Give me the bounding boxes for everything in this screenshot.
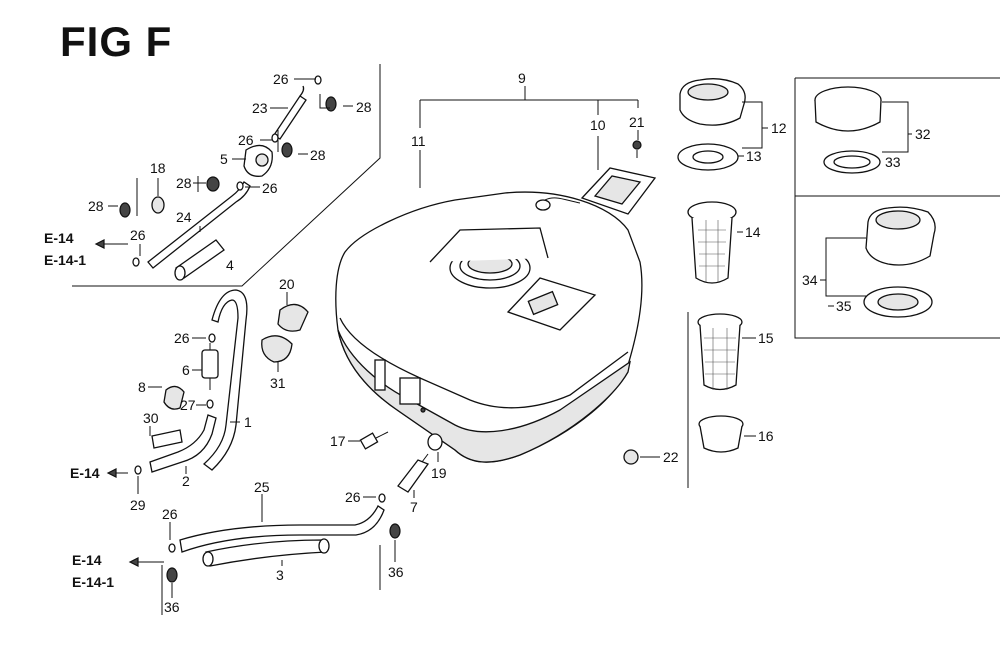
hose-3: [202, 538, 330, 567]
hose-24: [147, 181, 251, 269]
callout-26: 26: [162, 506, 178, 522]
callout-25: 25: [254, 479, 270, 495]
callout-19: 19: [431, 465, 447, 481]
ref-e14: E-14: [70, 465, 100, 481]
callout-26: 26: [174, 330, 190, 346]
clips: [119, 75, 337, 267]
callout-21: 21: [629, 114, 645, 130]
drain-bolt-17: [359, 431, 389, 450]
clip-8: [163, 385, 185, 410]
callout-26: 26: [345, 489, 361, 505]
cap-34: [865, 206, 936, 266]
hose-23: [273, 85, 307, 140]
seal-33: [823, 150, 881, 174]
fuel-gauge: [535, 167, 657, 215]
callout-11: 11: [411, 133, 426, 149]
callout-9: 9: [518, 70, 526, 86]
cap-variants-frame: [794, 77, 1000, 339]
callout-4: 4: [226, 257, 234, 273]
callout-32: 32: [915, 126, 931, 142]
callout-28: 28: [176, 175, 192, 191]
filler-cap: [679, 78, 746, 126]
callout-33: 33: [885, 154, 901, 170]
leader-lines: [96, 78, 912, 615]
callout-31: 31: [270, 375, 286, 391]
callout-12: 12: [771, 120, 787, 136]
callout-17: 17: [330, 433, 346, 449]
callout-3: 3: [276, 567, 284, 583]
callout-6: 6: [182, 362, 190, 378]
fuel-strainer-large: [697, 313, 743, 391]
small-clips: [134, 333, 216, 475]
callout-14: 14: [745, 224, 761, 240]
callout-28: 28: [88, 198, 104, 214]
hose-4: [174, 239, 225, 281]
fuel-filter-6: [201, 343, 219, 390]
callout-26: 26: [273, 71, 289, 87]
ref-e14: E-14: [72, 552, 102, 568]
nut-22: [623, 449, 639, 465]
hose-25: [179, 505, 385, 553]
callout-30: 30: [143, 410, 159, 426]
ref-e14-1: E-14-1: [44, 252, 86, 268]
callout-10: 10: [590, 117, 606, 133]
gauge-screw: [632, 140, 642, 158]
callout-28: 28: [356, 99, 372, 115]
cap-seal: [677, 143, 739, 171]
callout-28: 28: [310, 147, 326, 163]
callout-2: 2: [182, 473, 190, 489]
cap-32: [814, 86, 882, 132]
hose-1: [202, 289, 248, 471]
clamp-31: [261, 335, 293, 363]
figure-title: FIG F: [60, 18, 173, 65]
ref-e14: E-14: [44, 230, 74, 246]
callout-13: 13: [746, 148, 762, 164]
callout-15: 15: [758, 330, 774, 346]
callout-27: 27: [180, 397, 196, 413]
callout-26: 26: [238, 132, 254, 148]
callout-16: 16: [758, 428, 774, 444]
callout-36: 36: [164, 599, 180, 615]
upper-left-bracket: [72, 64, 381, 287]
callout-36: 36: [388, 564, 404, 580]
fuel-tank: [335, 191, 643, 463]
callout-5: 5: [220, 151, 228, 167]
callout-34: 34: [802, 272, 818, 288]
callout-23: 23: [252, 100, 268, 116]
callout-29: 29: [130, 497, 146, 513]
fuel-strainer: [687, 201, 737, 284]
seal-35: [863, 286, 933, 318]
callout-20: 20: [279, 276, 295, 292]
fuel-cock-7: [397, 453, 430, 493]
fuel-valve-5: [243, 144, 273, 177]
callout-18: 18: [150, 160, 166, 176]
callout-26: 26: [262, 180, 278, 196]
hose-2: [149, 414, 217, 473]
callout-35: 35: [836, 298, 852, 314]
callout-22: 22: [663, 449, 679, 465]
callout-26: 26: [130, 227, 146, 243]
callout-24: 24: [176, 209, 192, 225]
callout-1: 1: [244, 414, 252, 430]
arrows: [94, 239, 139, 567]
ref-e14-1: E-14-1: [72, 574, 114, 590]
washer-19: [427, 433, 443, 451]
callout-7: 7: [410, 499, 418, 515]
clamp-20: [277, 303, 309, 332]
bottom-clips: [166, 493, 401, 583]
callout-8: 8: [138, 379, 146, 395]
strainer-holder: [698, 415, 744, 453]
hose-30: [151, 429, 183, 449]
